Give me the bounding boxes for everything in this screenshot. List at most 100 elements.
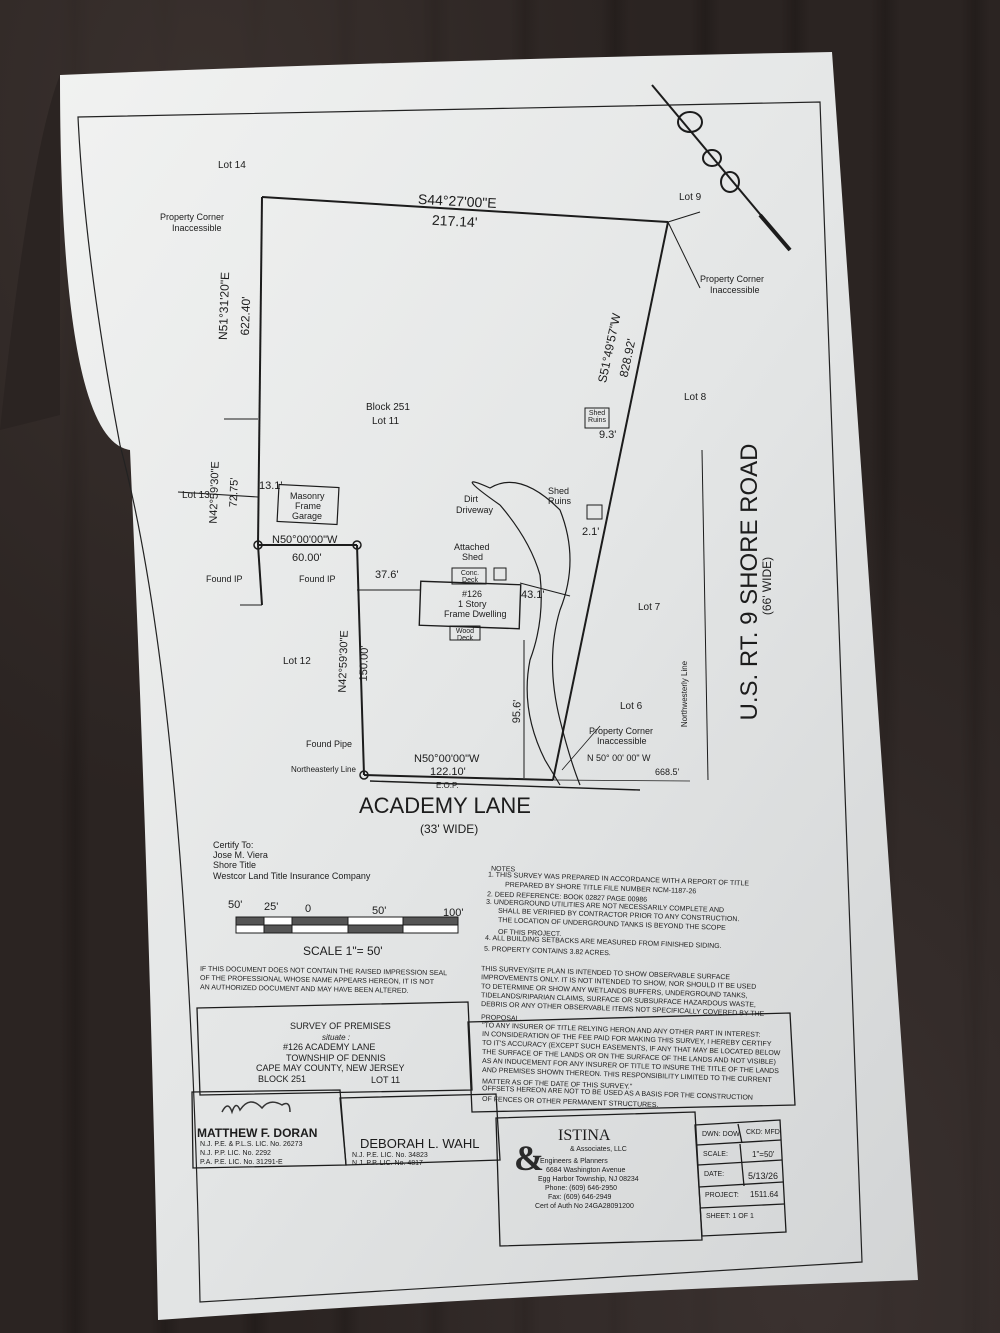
northwesterly-line: Northwesterly Line [680, 660, 690, 728]
west-short-bearing: N42°59'30"E [207, 461, 222, 524]
west-boundary-upper [257, 196, 263, 546]
lot-12-label: Lot 12 [283, 656, 311, 667]
driveway-label-b: Driveway [456, 505, 494, 515]
scale-bar [235, 916, 459, 934]
title-block-frame [191, 1001, 796, 1247]
north-boundary [261, 196, 669, 223]
block-label: Block 251 [366, 402, 410, 413]
scale-label: SCALE 1"= 50' [303, 944, 383, 958]
shed-ruins-2-b: Ruins [548, 496, 572, 506]
lot-11-label: Lot 11 [372, 416, 400, 427]
dist-37-label: 37.6' [375, 569, 399, 581]
surveyor-2-name: DEBORAH L. WAHL [360, 1136, 480, 1151]
inner-line [356, 544, 365, 776]
situate-label: situate : [322, 1033, 351, 1042]
scale-50-right: 50' [372, 905, 387, 917]
surveyor-1-license-1: N.J. P.E. & P.L.S. LIC. No. 26273 [200, 1141, 303, 1148]
dist-95-label: 95.6' [510, 699, 524, 724]
lot-6-label: Lot 6 [620, 701, 643, 712]
west-short-distance: 72.75' [227, 477, 241, 508]
paper-sheet [60, 52, 918, 1320]
surveyor-2-license-1: N.J. P.E. LIC. No. 34823 [352, 1152, 428, 1159]
lot-lines [177, 211, 709, 791]
road-distance: 668.5' [655, 767, 680, 777]
garage-label-b: Frame [295, 501, 322, 511]
shed-ruins-distance: 9.3' [599, 429, 617, 441]
attached-shed-a: Attached [454, 542, 490, 552]
road-bearing: N 50° 00' 00" W [587, 753, 651, 763]
lot-13-label: Lot 13 [182, 490, 210, 501]
date-field-label: DATE: [704, 1171, 725, 1178]
lot-9-label: Lot 9 [679, 192, 702, 203]
inner-bearing: N42°59'30"E [336, 630, 351, 693]
certify-line-4: Westcor Land Title Insurance Company [213, 871, 371, 881]
scale-field-value: 1"=50' [752, 1150, 775, 1159]
firm-name: ISTINA [558, 1127, 611, 1144]
checked-by: CKD: MFD [746, 1129, 780, 1136]
wood-deck-outline [449, 625, 481, 641]
property-lines [257, 196, 669, 781]
west-boundary-lower [257, 544, 263, 606]
shed-ruins-outline [584, 407, 610, 429]
certify-line-3: Shore Title [213, 860, 257, 870]
shed-ruins-2-outline [586, 504, 603, 520]
inner-distance: 150.00' [357, 645, 371, 682]
scale-50-left: 50' [228, 899, 243, 911]
south-boundary [363, 774, 554, 781]
paper-fold [0, 75, 60, 430]
project-field-label: PROJECT: [705, 1192, 739, 1199]
lot-7-label: Lot 7 [638, 602, 661, 613]
dwelling-label-c: Frame Dwelling [444, 609, 507, 619]
surveyor-2-license-2: N.J. P.P. LIC. No. 4817 [352, 1160, 423, 1167]
north-bearing: S44°27'00"E [417, 190, 498, 212]
signature [221, 1101, 291, 1115]
west-distance: 622.40' [237, 296, 254, 336]
drawn-by: DWN: DOW [702, 1131, 740, 1138]
lot-14-label: Lot 14 [218, 160, 246, 171]
surveyor-1-license-2: N.J. P.P. LIC. No. 2292 [200, 1150, 271, 1157]
south-distance: 122.10' [430, 766, 466, 778]
shed-ruins-box-label: Shed Ruins [588, 410, 606, 424]
property-corner-nw-2: Inaccessible [172, 223, 222, 233]
survey-heading: SURVEY OF PREMISES [290, 1021, 391, 1031]
township-line: TOWNSHIP OF DENNIS [286, 1053, 386, 1063]
offset-distance: 60.00' [292, 552, 322, 564]
property-corner-se-1: Property Corner [589, 726, 654, 736]
north-arrow [651, 84, 792, 252]
found-ip-1: Found IP [206, 574, 243, 584]
shore-road-label: U.S. RT. 9 SHORE ROAD [736, 443, 763, 721]
offset-bearing: N50°00'00"W [272, 534, 338, 546]
dwelling-label-a: #126 [462, 589, 483, 599]
conc-deck-outline [451, 567, 487, 585]
garage-label-c: Garage [292, 511, 323, 521]
shore-road-width: (66' WIDE) [760, 556, 775, 616]
garage-distance: 13.1' [259, 480, 283, 492]
project-field-value: 1511.64 [750, 1190, 779, 1199]
eop-label: E.O.P. [436, 781, 459, 790]
firm-line-4: Phone: (609) 646-2950 [545, 1185, 617, 1192]
northeasterly-line: Northeasterly Line [291, 765, 356, 774]
county-line: CAPE MAY COUNTY, NEW JERSEY [256, 1063, 405, 1073]
garage-label-a: Masonry [290, 491, 325, 501]
firm-line-3: Egg Harbor Township, NJ 08234 [538, 1176, 639, 1183]
firm-line-1: Engineers & Planners [540, 1158, 608, 1165]
attached-shed-b: Shed [462, 552, 484, 562]
dwelling-outline [418, 580, 522, 630]
academy-lane-label: ACADEMY LANE [359, 793, 531, 818]
west-bearing: N51°31'20"E [215, 271, 233, 341]
driveway-outline [471, 481, 581, 786]
garage-outline [276, 483, 340, 526]
dist-43-label: 43.1' [521, 589, 545, 601]
attached-shed-outline [493, 567, 507, 581]
firm-logo-ampersand: & [514, 1138, 544, 1178]
found-ip-2: Found IP [299, 574, 336, 584]
property-corner-ne-1: Property Corner [700, 274, 765, 284]
shed-ruins-2-distance: 2.1' [582, 526, 600, 538]
property-corner-ne-2: Inaccessible [710, 285, 760, 295]
address-line: #126 ACADEMY LANE [283, 1042, 376, 1052]
scale-100: 100' [443, 907, 464, 919]
date-field-value: 5/13/26 [748, 1171, 779, 1181]
south-bearing: N50°00'00"W [414, 753, 480, 765]
lot-line: LOT 11 [371, 1075, 401, 1085]
surveyor-1-name: MATTHEW F. DORAN [197, 1126, 318, 1140]
